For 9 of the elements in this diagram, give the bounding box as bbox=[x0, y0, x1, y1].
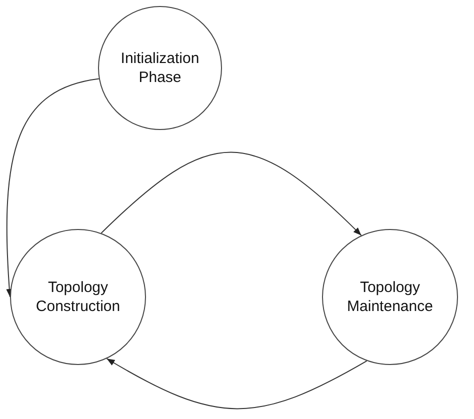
arrow bbox=[106, 358, 368, 410]
phase-circle bbox=[322, 229, 458, 365]
phase-circle bbox=[98, 6, 222, 130]
phase-label: Topology Construction bbox=[34, 278, 122, 316]
phase-label: Initialization Phase bbox=[120, 49, 200, 87]
arrow bbox=[6, 78, 100, 298]
phase-circle bbox=[10, 229, 146, 365]
arrow bbox=[100, 152, 362, 236]
phase-label: Topology Maintenance bbox=[346, 278, 434, 316]
